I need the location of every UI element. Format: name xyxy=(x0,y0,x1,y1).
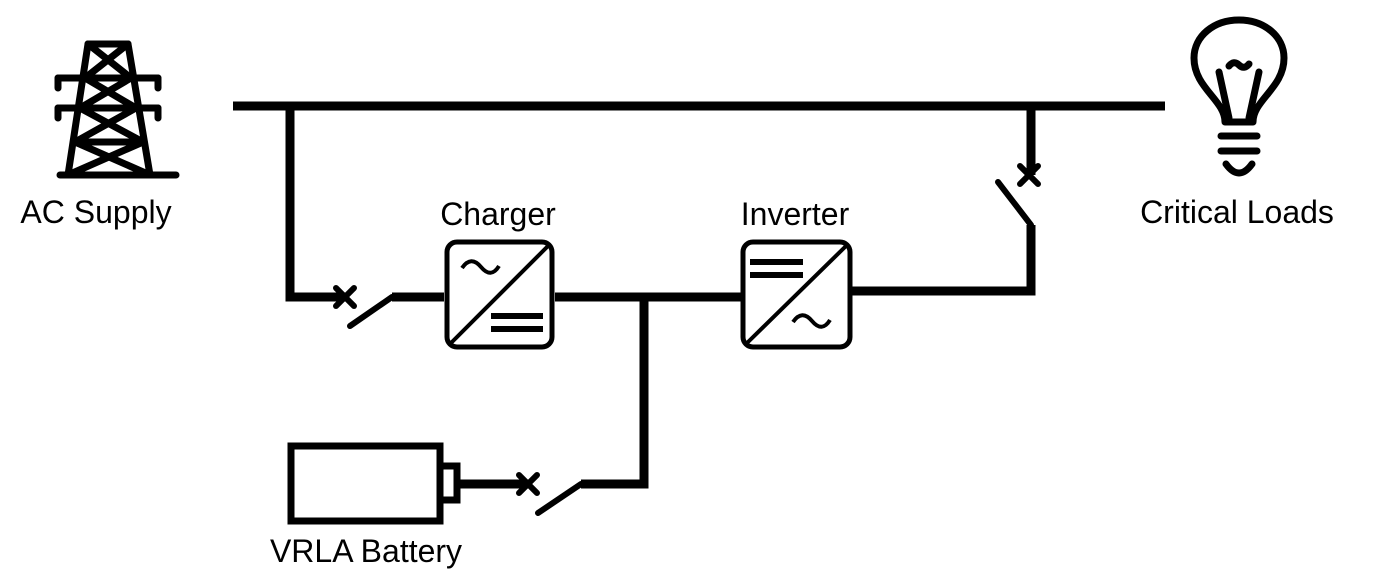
charger-block: Charger xyxy=(440,196,556,350)
output-switch xyxy=(995,163,1041,228)
ac-dc-converter-icon xyxy=(444,239,555,350)
critical-loads-label: Critical Loads xyxy=(1140,194,1334,230)
breaker-switch-icon xyxy=(995,163,1041,228)
breaker-switch-icon xyxy=(516,472,584,516)
light-bulb-icon xyxy=(1190,16,1288,177)
transmission-tower-icon xyxy=(54,40,180,179)
battery-block: VRLA Battery xyxy=(270,442,462,569)
battery-icon xyxy=(287,442,461,525)
battery-label: VRLA Battery xyxy=(270,533,462,569)
breaker-switch-icon xyxy=(333,285,395,329)
inverter-output-line xyxy=(852,225,1036,296)
charger-input-switch xyxy=(333,285,395,329)
battery-switch xyxy=(516,472,584,516)
charger-label: Charger xyxy=(440,196,556,232)
charger-input-line xyxy=(285,106,345,302)
wiring xyxy=(233,101,1165,489)
inverter-block: Inverter xyxy=(740,196,853,350)
inverter-label: Inverter xyxy=(741,196,850,232)
battery-feed-line xyxy=(581,297,649,489)
ac-supply-label: AC Supply xyxy=(20,194,171,230)
dc-ac-converter-icon xyxy=(740,239,853,350)
